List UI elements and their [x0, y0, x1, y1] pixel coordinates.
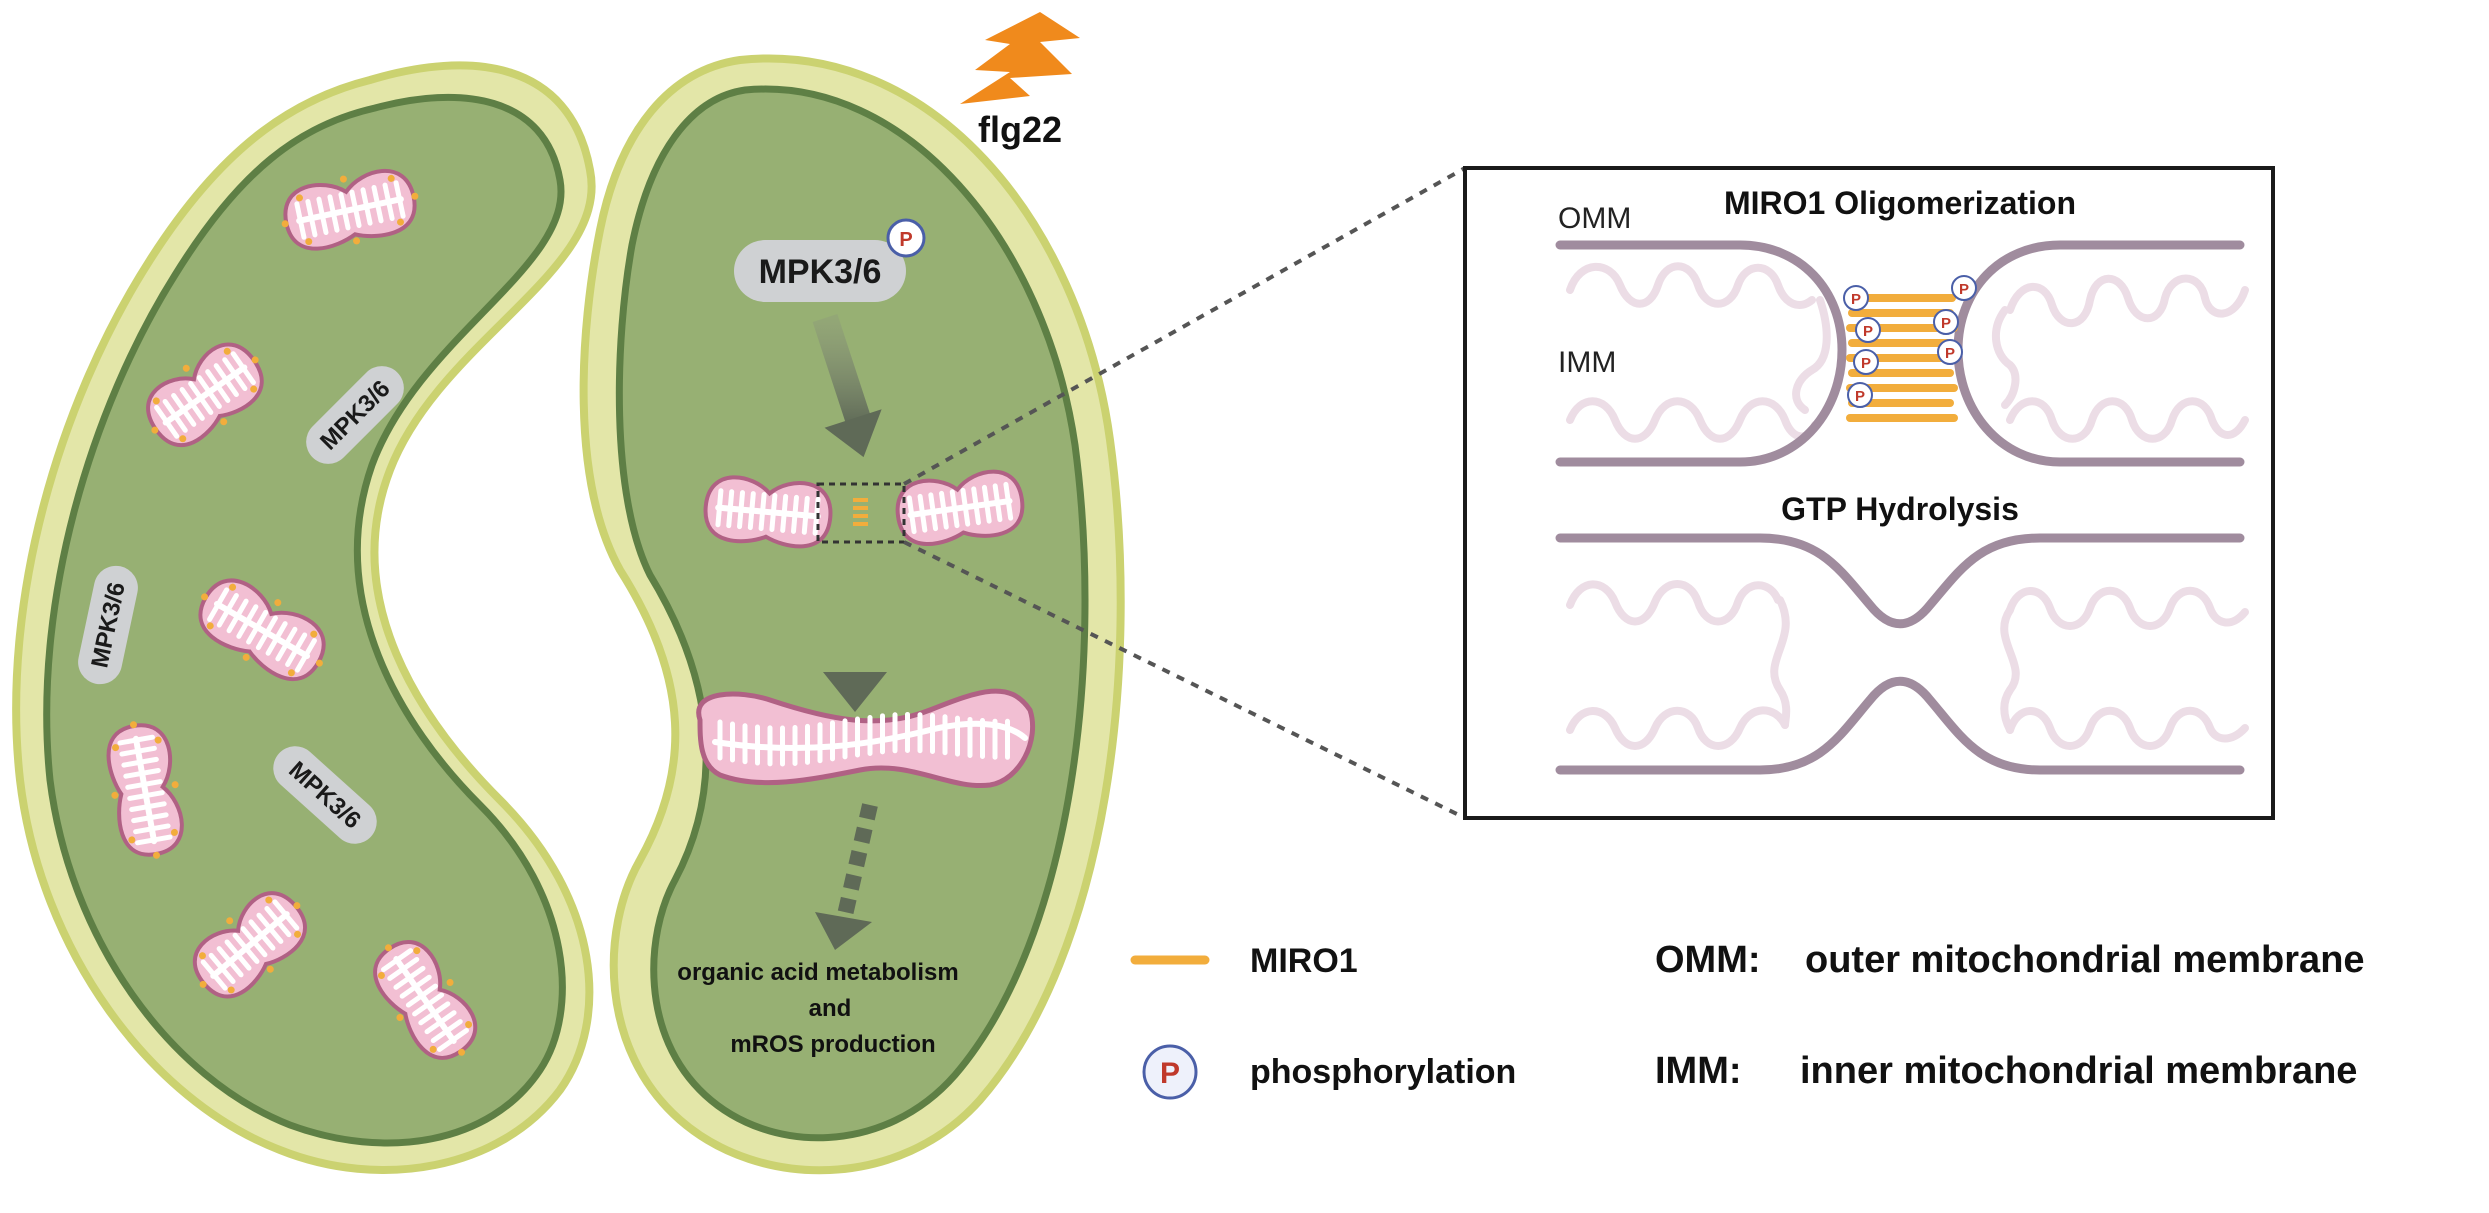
miro1-phospho-icon: P [1853, 349, 1879, 375]
miro1-phospho-icon: P [1933, 309, 1959, 335]
miro1-phospho-icon: P [1847, 382, 1873, 408]
outcome-line-3: mROS production [730, 1031, 935, 1058]
mpk-phospho-label: MPK3/6 [759, 253, 882, 291]
dividing-mitochondria [703, 469, 1025, 549]
outcome-line-1: organic acid metabolism [677, 959, 958, 986]
svg-text:P: P [1855, 388, 1865, 405]
svg-text:P: P [1863, 323, 1873, 340]
omm-label: OMM [1558, 202, 1631, 235]
mitochondrion-4 [106, 721, 184, 859]
svg-text:P: P [1959, 281, 1969, 298]
elongated-mitochondrion [696, 688, 1036, 789]
mpk-pill-2: MPK3/6 [78, 565, 138, 685]
mitochondrion-3 [198, 578, 326, 682]
cristae-top [1566, 262, 2249, 443]
legend: MIRO1 P phosphorylation OMM: outer mitoc… [1130, 939, 2365, 1100]
legend-miro1-label: MIRO1 [1250, 942, 1358, 980]
legend-omm-key: OMM: [1655, 939, 1761, 981]
svg-text:P: P [899, 229, 912, 251]
stimulus-label: flg22 [978, 109, 1062, 150]
mitochondrion-5 [192, 891, 307, 999]
legend-phospho-label: phosphorylation [1250, 1053, 1516, 1091]
mitochondria-group-left [106, 168, 478, 1060]
mitochondrion-1 [281, 168, 419, 251]
mitochondrion-6 [373, 940, 478, 1060]
arrow-kinase-to-fission [812, 313, 882, 458]
inset-title-top: MIRO1 Oligomerization [1724, 185, 2076, 221]
legend-phospho-icon: P [1142, 1044, 1198, 1100]
svg-text:P: P [1851, 291, 1861, 308]
legend-imm-key: IMM: [1655, 1050, 1742, 1092]
cristae-bottom [1566, 580, 2249, 750]
miro1-phospho-icon: P [1951, 275, 1977, 301]
legend-imm-desc: inner mitochondrial membrane [1800, 1050, 2357, 1092]
svg-text:P: P [1160, 1057, 1180, 1090]
outcome-line-2: and [809, 995, 852, 1022]
arrow-fission-to-elongated [823, 575, 887, 712]
dividing-mitochondrion-left [703, 475, 833, 549]
legend-omm-desc: outer mitochondrial membrane [1805, 939, 2365, 981]
phospho-badge-icon: P [886, 218, 926, 258]
zoom-line-top [903, 166, 1466, 486]
dividing-mitochondrion-right [895, 469, 1025, 546]
mpk-phospho-pill: MPK3/6 P [734, 218, 926, 302]
arrow-dashed-to-outcome [815, 803, 878, 950]
elongated-mito-body [696, 688, 1036, 789]
inset-panel: MIRO1 Oligomerization OMM IMM GTP Hydrol… [1463, 166, 2275, 820]
svg-text:P: P [1945, 345, 1955, 362]
miro1-phospho-icon: P [1843, 285, 1869, 311]
membranes-bottom [1555, 533, 2245, 775]
zoom-source-box [816, 482, 906, 544]
mitochondrion-2 [146, 342, 264, 448]
lightning-bolt-icon [960, 12, 1080, 104]
inset-title-bottom: GTP Hydrolysis [1781, 491, 2019, 527]
miro1-phospho-icon: P [1855, 317, 1881, 343]
svg-text:P: P [1941, 315, 1951, 332]
miro1-phospho-icon: P [1937, 339, 1963, 365]
imm-label: IMM [1558, 346, 1616, 379]
svg-text:P: P [1861, 355, 1871, 372]
